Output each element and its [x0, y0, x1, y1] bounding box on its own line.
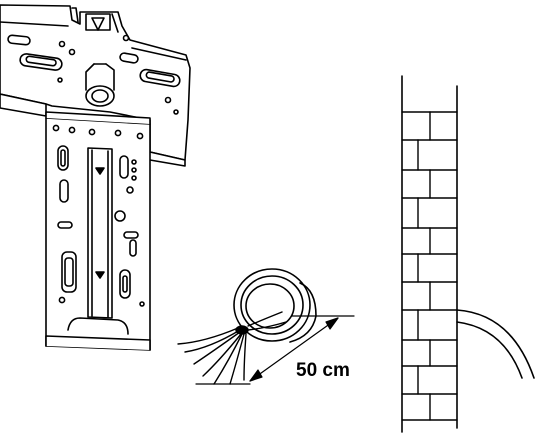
center-boss [85, 63, 115, 107]
brick-wall-with-pipe [401, 75, 535, 433]
wall-pipe [456, 309, 535, 379]
brick-courses [401, 111, 458, 421]
measurement-label: 50 cm [296, 360, 350, 381]
mounting-plate [0, 4, 191, 351]
pipe-sleeve [233, 268, 317, 343]
upper-plate [0, 4, 191, 167]
cable-bundle [177, 311, 287, 385]
vertical-plate-holes [52, 124, 145, 307]
pipe-sleeve-with-cables: 50 cm [177, 268, 355, 385]
upper-plate-slots [7, 34, 181, 115]
measurement-dimension [195, 315, 355, 385]
vertical-plate [45, 111, 151, 351]
